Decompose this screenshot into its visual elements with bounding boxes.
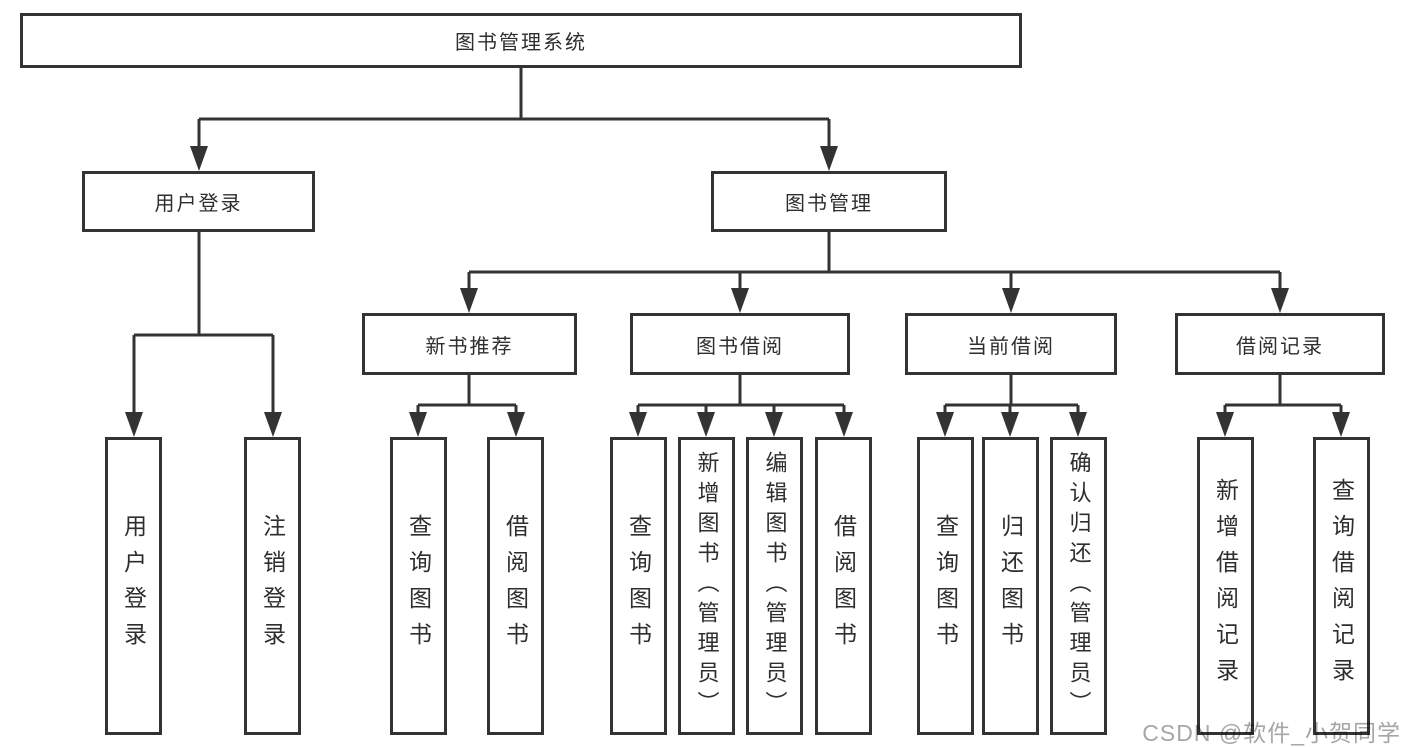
leaf-label: 查询借阅记录	[1328, 478, 1355, 694]
node-library-system: 图书管理系统	[20, 13, 1022, 68]
leaf-label: 注销登录	[259, 514, 286, 658]
node-book-management: 图书管理	[711, 171, 947, 232]
leaf-borrow-books-recommend: 借阅图书	[487, 437, 544, 735]
leaf-logout: 注销登录	[244, 437, 301, 735]
node-label: 图书借阅	[696, 335, 784, 358]
leaf-label: 查询图书	[625, 514, 652, 658]
leaf-edit-books-admin: 编辑图书（管理员）	[746, 437, 803, 735]
node-label: 新书推荐	[425, 335, 514, 358]
arrowheads	[125, 146, 1350, 437]
node-user-login: 用户登录	[82, 171, 315, 232]
node-new-book-recommend: 新书推荐	[362, 313, 577, 375]
watermark: CSDN @软件_小贺同学	[1142, 720, 1401, 746]
leaf-label: 查询图书	[932, 514, 959, 658]
leaf-user-login: 用户登录	[105, 437, 162, 735]
leaf-query-books-borrowing: 查询图书	[610, 437, 667, 735]
node-book-borrowing: 图书借阅	[630, 313, 850, 375]
leaf-label: 用户登录	[120, 514, 147, 658]
node-label: 用户登录	[154, 193, 243, 215]
node-label: 图书管理系统	[455, 32, 587, 54]
node-label: 当前借阅	[967, 335, 1055, 358]
leaf-add-books-admin: 新增图书（管理员）	[678, 437, 735, 735]
leaf-label: 归还图书	[997, 514, 1024, 658]
leaf-add-borrow-record: 新增借阅记录	[1197, 437, 1254, 735]
node-current-borrowing: 当前借阅	[905, 313, 1117, 375]
node-label: 图书管理	[785, 193, 873, 215]
leaf-label: 新增借阅记录	[1212, 478, 1239, 694]
leaf-label: 借阅图书	[830, 514, 857, 658]
node-label: 借阅记录	[1236, 335, 1324, 358]
leaf-query-borrow-record: 查询借阅记录	[1313, 437, 1370, 735]
leaf-label: 确认归还（管理员）	[1066, 451, 1092, 721]
leaf-query-books-current: 查询图书	[917, 437, 974, 735]
leaf-label: 新增图书（管理员）	[694, 451, 720, 721]
leaf-confirm-return-admin: 确认归还（管理员）	[1050, 437, 1107, 735]
leaf-return-books: 归还图书	[982, 437, 1039, 735]
leaf-label: 查询图书	[405, 514, 432, 658]
node-borrowing-records: 借阅记录	[1175, 313, 1385, 375]
leaf-label: 编辑图书（管理员）	[762, 451, 788, 721]
leaf-borrow-books: 借阅图书	[815, 437, 872, 735]
leaf-query-books-recommend: 查询图书	[390, 437, 447, 735]
leaf-label: 借阅图书	[502, 514, 529, 658]
